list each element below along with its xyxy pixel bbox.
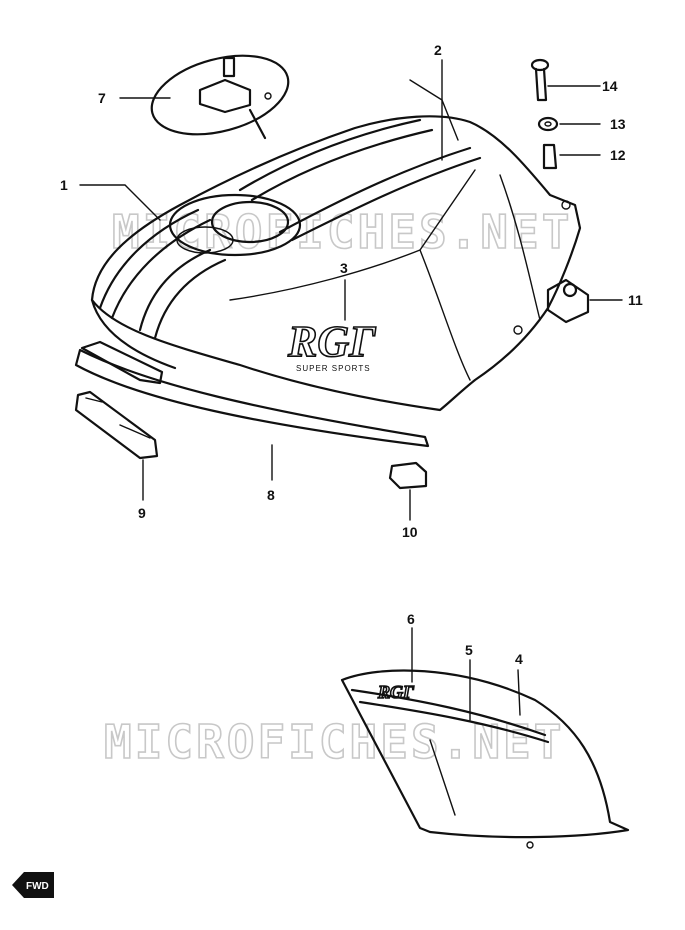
spacer-part-12 bbox=[542, 143, 558, 170]
cushion-part-9 bbox=[74, 390, 159, 460]
callout-6: 6 bbox=[407, 611, 415, 627]
callout-7: 7 bbox=[98, 90, 106, 106]
callout-1: 1 bbox=[60, 177, 68, 193]
watermark-top: MICROFICHES.NET bbox=[112, 205, 572, 259]
side-panel-logo: RGΓ bbox=[377, 682, 414, 702]
callout-8: 8 bbox=[267, 487, 275, 503]
leader-lines bbox=[79, 59, 623, 721]
side-panel: RGΓ bbox=[340, 669, 630, 849]
fwd-label: FWD bbox=[26, 881, 49, 892]
super-sports-tagline: SUPER SPORTS bbox=[296, 364, 371, 373]
cushion-part-10 bbox=[388, 461, 428, 490]
washer-part-13 bbox=[537, 116, 559, 132]
callout-13: 13 bbox=[610, 116, 626, 132]
callout-11: 11 bbox=[628, 292, 643, 308]
callout-2: 2 bbox=[434, 42, 442, 58]
front-cushion bbox=[80, 340, 164, 385]
callout-12: 12 bbox=[610, 147, 626, 163]
fuel-cap bbox=[150, 54, 290, 140]
callout-4: 4 bbox=[515, 651, 523, 667]
callout-9: 9 bbox=[138, 505, 146, 521]
watermark-bottom: MICROFICHES.NET bbox=[104, 715, 564, 769]
bolt-part-14 bbox=[530, 58, 550, 102]
fuel-tank: RGΓ SUPER SPORTS bbox=[90, 115, 582, 412]
rg-gamma-logo: RGΓ bbox=[287, 317, 376, 366]
fwd-arrow-icon: FWD bbox=[12, 872, 54, 898]
callout-14: 14 bbox=[602, 78, 618, 94]
callout-3: 3 bbox=[340, 260, 348, 276]
callout-5: 5 bbox=[465, 642, 473, 658]
cushion-part-11 bbox=[546, 278, 590, 324]
callout-10: 10 bbox=[402, 524, 418, 540]
tank-strip bbox=[74, 348, 430, 448]
